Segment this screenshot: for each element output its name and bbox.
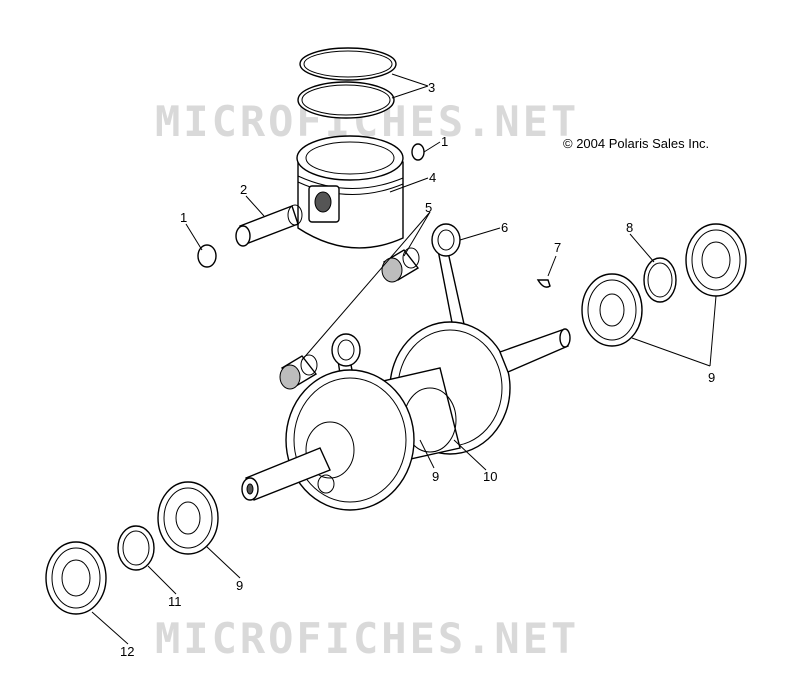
callout-9-right: 9 — [708, 370, 715, 385]
callout-4: 4 — [429, 170, 436, 185]
callout-6: 6 — [501, 220, 508, 235]
ball-bearing-left — [157, 481, 219, 555]
callout-7: 7 — [554, 240, 561, 255]
callout-8: 8 — [626, 220, 633, 235]
ball-bearing-right — [581, 273, 643, 347]
circlip-right — [411, 143, 425, 161]
callout-3: 3 — [428, 80, 435, 95]
seal-ring-right — [643, 257, 677, 303]
callout-12: 12 — [120, 644, 134, 659]
watermark-bottom: MICROFICHES.NET — [155, 614, 579, 663]
circlip-left — [197, 244, 217, 268]
piston-rings — [297, 47, 397, 119]
wrist-pin — [235, 204, 303, 247]
leader-lines — [91, 73, 717, 645]
callout-11: 11 — [168, 594, 182, 609]
piston — [296, 135, 404, 249]
seal-left — [45, 541, 107, 615]
seal-ring-left — [117, 525, 155, 571]
callout-9-center: 9 — [432, 469, 439, 484]
crankshaft — [241, 321, 571, 511]
copyright-text: © 2004 Polaris Sales Inc. — [563, 136, 709, 151]
callout-1-left: 1 — [180, 210, 187, 225]
callout-2: 2 — [240, 182, 247, 197]
seal-right — [685, 223, 747, 297]
callout-10: 10 — [483, 469, 497, 484]
callout-5: 5 — [425, 200, 432, 215]
callout-1-right: 1 — [441, 134, 448, 149]
needle-bearing-lower — [279, 354, 318, 390]
needle-bearing-upper — [381, 247, 420, 283]
woodruff-key — [536, 279, 551, 288]
callout-9-left: 9 — [236, 578, 243, 593]
